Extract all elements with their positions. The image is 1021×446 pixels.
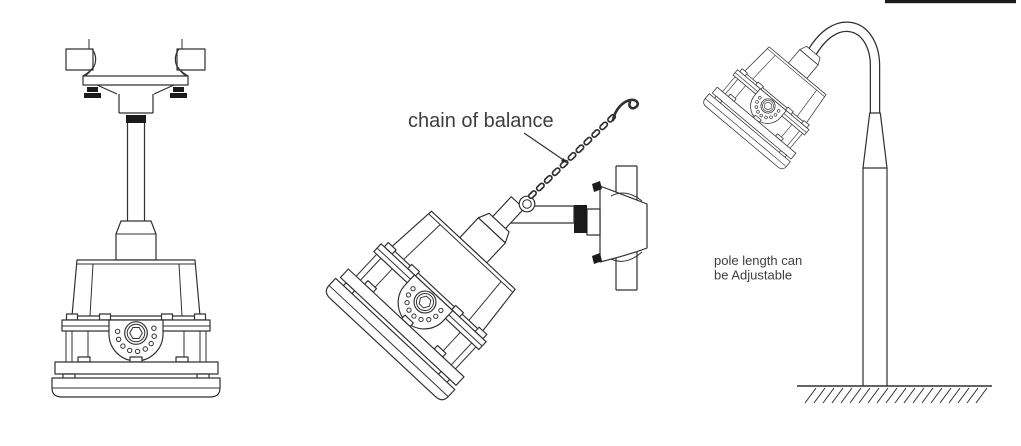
- chain-ring: [518, 195, 536, 213]
- ceiling-junction-box-left: [65, 48, 94, 71]
- figure-pole-mount: pole length can be Adjustable: [701, 21, 992, 404]
- ceiling-junction-box-right: [176, 48, 206, 71]
- pole-note-line2: be Adjustable: [714, 268, 792, 283]
- figure-ceiling-mount: [51, 39, 221, 398]
- pole-note-line1: pole length can: [714, 253, 802, 268]
- arm-nut: [574, 205, 587, 233]
- pole-coupling: [126, 115, 146, 123]
- leader-line: [523, 132, 566, 162]
- figure-wall-mount: chain of balance: [322, 98, 648, 404]
- clamp-bolt-bottom: [592, 253, 602, 264]
- pole-taper: [862, 112, 888, 169]
- label-pole-note: pole length can be Adjustable: [714, 253, 802, 283]
- clamp-bolt-top: [592, 181, 602, 192]
- clamp-plate: [586, 208, 601, 236]
- pole-clamp: [599, 185, 648, 263]
- balance-chain: [527, 110, 620, 200]
- top-right-rule: [885, 0, 1016, 4]
- ground-hatch: [804, 387, 988, 404]
- bracket-bolt-right: [173, 87, 184, 92]
- lamp-head-pole: [701, 36, 839, 172]
- label-chain-of-balance: chain of balance: [408, 110, 554, 132]
- gooseneck-tube: [805, 21, 881, 113]
- bracket-bolt-left: [87, 87, 98, 92]
- lamp-collar: [115, 220, 157, 261]
- chain-hook: [611, 98, 640, 122]
- adjustable-pole: [862, 168, 888, 386]
- lamp-head-front: [51, 220, 221, 398]
- lamp-head-tilted: [322, 194, 534, 404]
- leader-arrowhead: [561, 158, 568, 164]
- ceiling-bracket: [65, 39, 206, 123]
- mounting-pole: [126, 123, 146, 221]
